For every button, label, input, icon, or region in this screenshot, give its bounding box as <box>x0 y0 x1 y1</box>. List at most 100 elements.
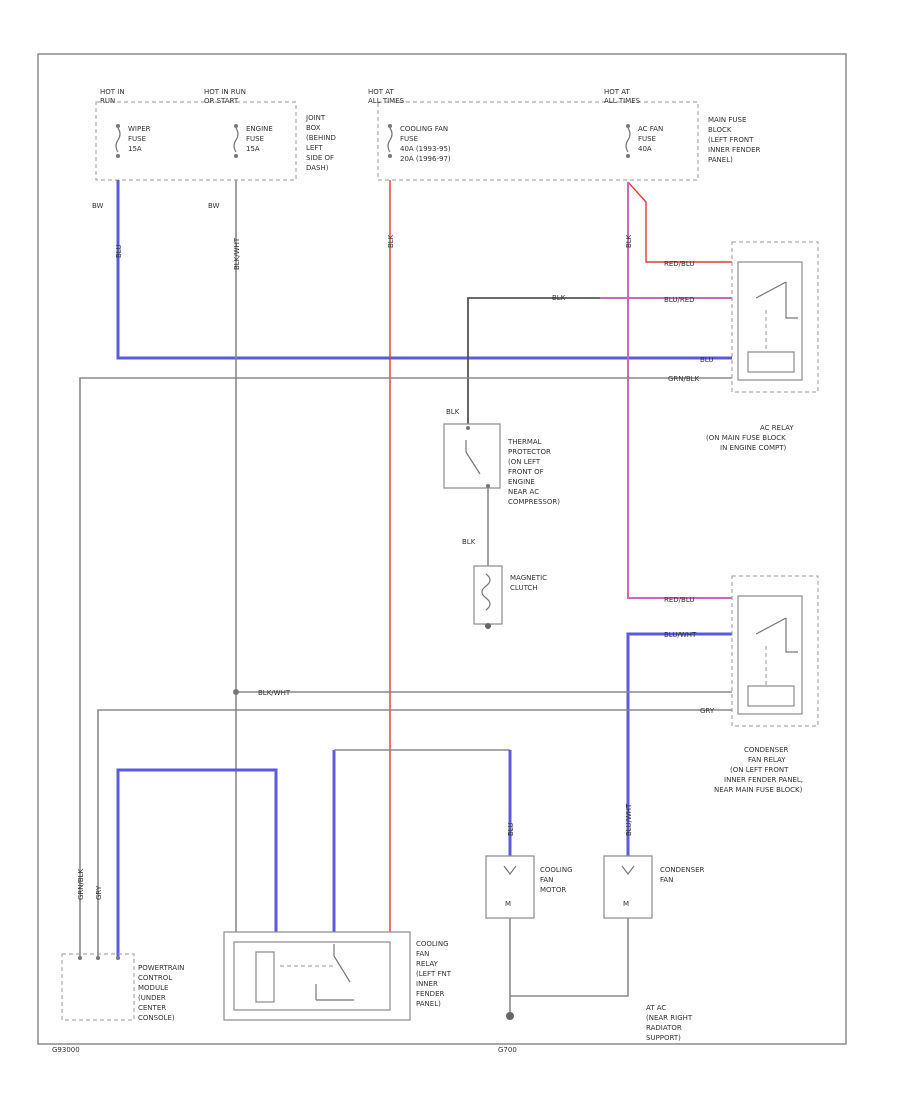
joint-box-line-2: BOX <box>306 124 321 132</box>
joint-box-line-4: LEFT <box>306 144 323 152</box>
diagram-frame <box>37 53 847 1045</box>
wire-ground-condenser <box>510 918 629 997</box>
footer-center: G700 <box>498 1046 517 1054</box>
thermal-protector-line-6: NEAR AC <box>508 488 539 496</box>
footer-left: G93000 <box>52 1046 80 1054</box>
svg-text:M: M <box>505 900 511 908</box>
wire-bw-blue <box>116 180 732 360</box>
label-gry: GRY <box>700 707 715 715</box>
label-blu: BLU <box>700 356 713 364</box>
vlabel-condenser-blu: BLU/WHT <box>625 803 633 836</box>
pcm-line-5: CENTER <box>138 1004 166 1012</box>
ground-line-1: AT AC <box>646 1004 666 1012</box>
fuse4-line-1: AC FAN <box>638 125 663 133</box>
thermal-protector-line-3: (ON LEFT <box>508 458 541 466</box>
fuse-symbol-ac-fan <box>625 124 631 158</box>
main-fuse-block-line-2: BLOCK <box>708 126 732 134</box>
ground-line-4: SUPPORT) <box>646 1034 681 1042</box>
wire-pcm-blue <box>116 768 278 958</box>
cooling-fan-motor-line-3: MOTOR <box>540 886 566 894</box>
fuse3-line-4: 20A (1996-97) <box>400 155 451 163</box>
vlabel-cooling-blu: BLU <box>507 823 515 836</box>
condenser-fan-line-2: FAN <box>660 876 673 884</box>
fuse1-line-1: WIPER <box>128 125 151 133</box>
pcm-line-3: MODULE <box>138 984 168 992</box>
vlabel-cooling-red: BLK <box>387 234 395 248</box>
condenser-fan: M <box>603 855 653 919</box>
cooling-relay-line-1: COOLING <box>416 940 449 948</box>
cooling-relay-line-6: FENDER <box>416 990 444 998</box>
magnetic-clutch-line-1: MAGNETIC <box>510 574 547 582</box>
fuse1-line-2: FUSE <box>128 135 146 143</box>
pcm-line-1: POWERTRAIN <box>138 964 184 972</box>
hot4-label-2: ALL TIMES <box>604 97 641 105</box>
condenser-relay-line-1: CONDENSER <box>744 746 789 754</box>
main-fuse-block-line-5: PANEL) <box>708 156 733 164</box>
label-red-blu-2: RED/BLU <box>664 596 695 604</box>
label-blk-1: BLK <box>552 294 566 302</box>
fuse4-line-3: 40A <box>638 145 652 153</box>
svg-text:M: M <box>623 900 629 908</box>
vlabel-pcm-gry: GRY <box>95 885 103 900</box>
main-fuse-block-line-4: INNER FENDER <box>708 146 761 154</box>
fuse-symbol-wiper <box>115 124 121 158</box>
hot1-label: HOT IN <box>100 88 125 96</box>
pcm-line-4: (UNDER <box>138 994 166 1002</box>
main-fuse-block-line-3: (LEFT FRONT <box>708 136 754 144</box>
wire-grn-blk-gray <box>79 377 732 958</box>
cooling-relay-line-2: FAN <box>416 950 429 958</box>
joint-box-line-5: SIDE OF <box>306 154 334 162</box>
thermal-protector-line-2: PROTECTOR <box>508 448 551 456</box>
label-blu-red: BLU/RED <box>664 296 695 304</box>
main-fuse-block-line-1: MAIN FUSE <box>708 116 746 124</box>
vlabel-bw: BLU <box>115 245 123 258</box>
pcm-line-6: CONSOLE) <box>138 1014 175 1022</box>
hot1-label-2: RUN <box>100 97 115 105</box>
splice-node-blk-wht <box>233 689 239 695</box>
fuse3-line-3: 40A (1993-95) <box>400 145 451 153</box>
hot3-label-2: ALL TIMES <box>368 97 405 105</box>
cooling-fan-motor: M <box>485 855 535 919</box>
condenser-relay-line-5: NEAR MAIN FUSE BLOCK) <box>714 786 803 794</box>
ac-relay <box>731 241 819 393</box>
cooling-fan-relay <box>223 931 411 1021</box>
fuse2-line-1: ENGINE <box>246 125 273 133</box>
label-grn-blk: GRN/BLK <box>668 375 700 383</box>
label-blk-3: BLK <box>462 538 476 546</box>
thermal-protector-line-5: ENGINE <box>508 478 535 486</box>
wire-ac-fan-pink <box>627 182 732 599</box>
ground-line-3: RADIATOR <box>646 1024 682 1032</box>
cooling-fan-motor-line-1: COOLING <box>540 866 573 874</box>
label-red-blu-1: RED/BLU <box>664 260 695 268</box>
thermal-protector-line-7: COMPRESSOR) <box>508 498 560 506</box>
wire-gry-gray <box>97 709 732 958</box>
condenser-relay-line-3: (ON LEFT FRONT <box>730 766 789 774</box>
powertrain-control-module <box>61 953 135 1021</box>
hot4-label: HOT AT <box>604 88 631 96</box>
wire-blk-dark <box>467 297 600 430</box>
ground-line-2: (NEAR RIGHT <box>646 1014 693 1022</box>
ac-relay-line-2: (ON MAIN FUSE BLOCK <box>706 434 786 442</box>
label-blk-2: BLK <box>446 408 460 416</box>
cooling-relay-line-4: (LEFT FNT <box>416 970 452 978</box>
pcm-line-2: CONTROL <box>138 974 172 982</box>
condenser-fan-line-1: CONDENSER <box>660 866 705 874</box>
hot2-label-2: OR START <box>204 97 239 105</box>
wire-ac-fan-red <box>627 181 732 263</box>
thermal-protector <box>443 423 501 489</box>
wire-blu-wht-blue <box>626 632 732 856</box>
fuse4-line-2: FUSE <box>638 135 656 143</box>
fuse-symbol-engine <box>233 124 239 158</box>
label-bw-2: BW <box>208 202 220 210</box>
fuse3-line-1: COOLING FAN <box>400 125 448 133</box>
fuse-symbol-cooling-fan <box>387 124 393 158</box>
label-blu-wht: BLU/WHT <box>664 631 697 639</box>
condenser-relay-line-2: FAN RELAY <box>748 756 786 764</box>
hot3-label: HOT AT <box>368 88 395 96</box>
vlabel-engine: BLK/WHT <box>233 237 241 270</box>
thermal-protector-line-1: THERMAL <box>507 438 542 446</box>
condenser-fan-relay <box>731 575 819 727</box>
fuse2-line-3: 15A <box>246 145 260 153</box>
magnetic-clutch-line-2: CLUTCH <box>510 584 538 592</box>
